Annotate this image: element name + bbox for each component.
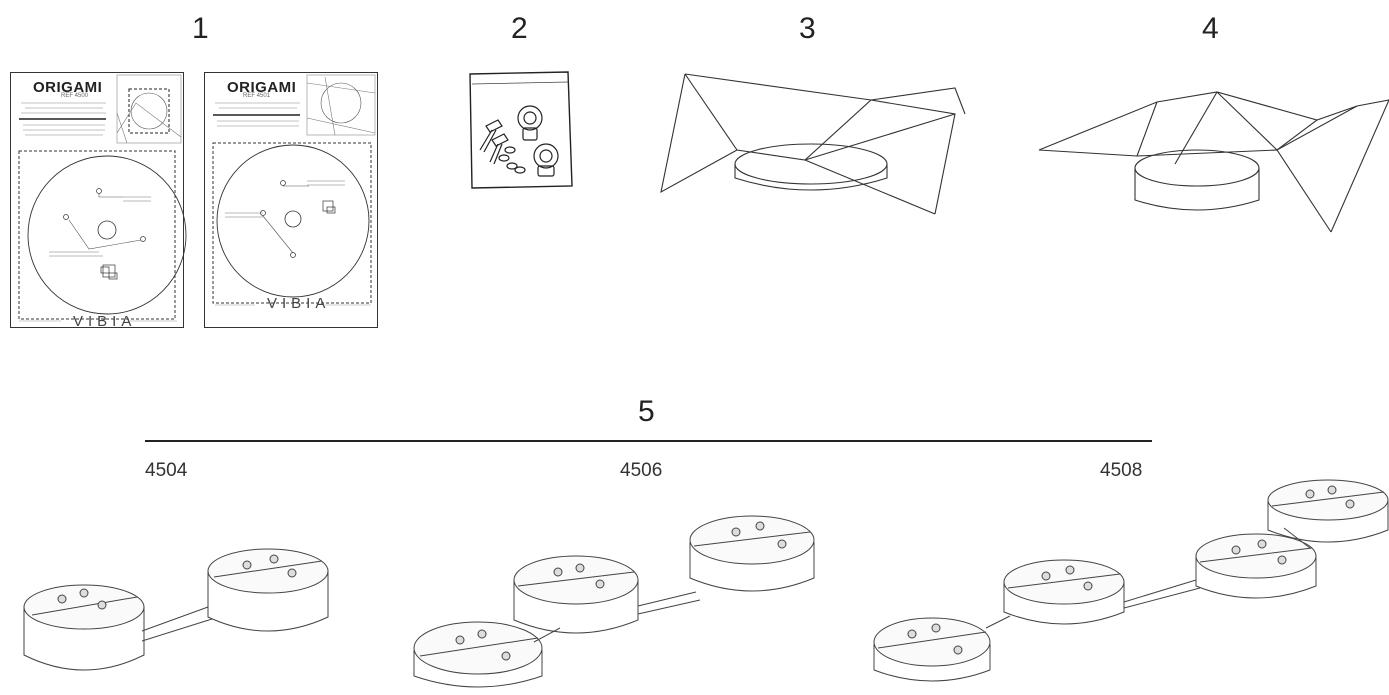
screw-bag-illustration xyxy=(469,71,573,189)
vibia-logo: VIBIA xyxy=(73,313,137,330)
template-ref: REF 4501 xyxy=(243,93,271,99)
canopy-4506-illustration xyxy=(413,515,815,688)
step-number-3: 3 xyxy=(799,12,816,45)
template-drawing xyxy=(18,74,187,322)
vibia-logo: VIBIA xyxy=(267,295,331,312)
step-number-2: 2 xyxy=(511,12,528,45)
origami-shade-assembled-illustration xyxy=(1038,91,1389,233)
template-sheet-4501: ORIGAMI REF 4501 VIBIA xyxy=(204,72,378,328)
section-divider xyxy=(145,440,1152,442)
template-title: ORIGAMI xyxy=(227,79,297,96)
model-label-4506: 4506 xyxy=(620,460,663,481)
model-label-4508: 4508 xyxy=(1100,460,1143,481)
step-number-1: 1 xyxy=(192,12,209,45)
origami-shade-fold-illustration xyxy=(660,73,966,215)
canopy-4504-illustration xyxy=(23,548,329,671)
template-title: ORIGAMI xyxy=(33,79,103,96)
model-label-4504: 4504 xyxy=(145,460,188,481)
canopy-4508-illustration xyxy=(873,479,1389,682)
template-ref: REF 4500 xyxy=(61,93,89,99)
template-drawing xyxy=(212,74,376,306)
step-number-4: 4 xyxy=(1202,12,1219,45)
step-number-5: 5 xyxy=(638,395,655,428)
template-sheet-4500: ORIGAMI REF 4500 VIBIA xyxy=(10,72,187,330)
